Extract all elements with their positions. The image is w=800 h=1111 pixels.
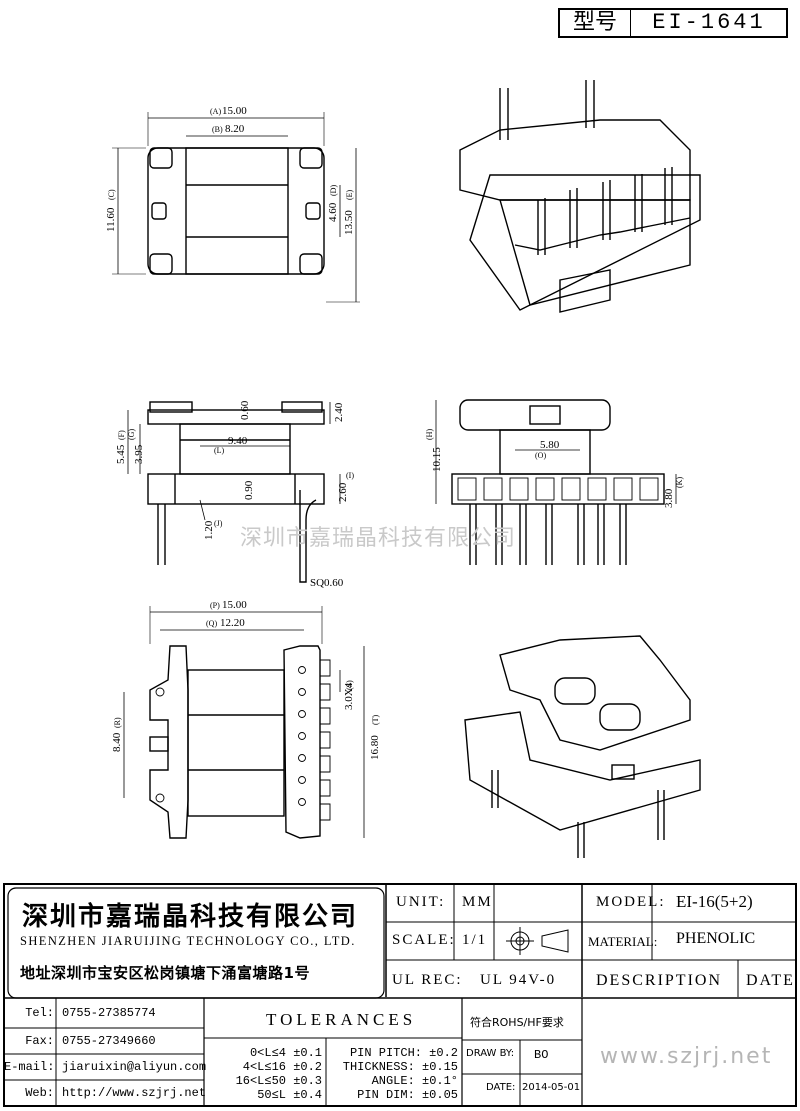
company-name-en: SHENZHEN JIARUIJING TECHNOLOGY CO., LTD. <box>20 934 356 948</box>
material-value: PHENOLIC <box>676 930 756 947</box>
tolerance-range-2: 4<L≤16 ±0.2 <box>242 1060 322 1074</box>
company-address: 地址深圳市宝安区松岗镇塘下涌富塘路1号 <box>20 964 310 982</box>
dim-marker-J: (J) <box>214 519 223 528</box>
dim-marker-D: (D) <box>329 185 338 196</box>
dim-marker-Q: (Q) <box>206 619 217 628</box>
dim-bottom-pitch: 3.0X4 <box>343 682 355 710</box>
tolerance-pin-3: ANGLE: ±0.1° <box>371 1074 458 1088</box>
dim-front-pin: 3.80 <box>663 488 675 508</box>
dim-bottom-h-right: 16.80 <box>369 735 381 760</box>
unit-label: UNIT: <box>396 894 446 910</box>
model-title-box: 型号 EI-1641 <box>558 8 788 38</box>
tolerance-pin-1: PIN PITCH: ±0.2 <box>349 1046 458 1060</box>
dim-side-d6: 0.90 <box>243 480 255 500</box>
tolerance-pin-4: PIN DIM: ±0.05 <box>357 1088 458 1102</box>
date-header-label: DATE <box>746 972 795 989</box>
date-value: 2014-05-01 <box>522 1082 581 1093</box>
model-label: MODEL: <box>596 894 666 910</box>
model-title-value: EI-1641 <box>652 10 766 35</box>
contact-label-web: Web: <box>25 1086 54 1100</box>
dim-top-w-outer: 15.00 <box>222 105 247 117</box>
website-watermark: www.szjrj.net <box>600 1044 773 1069</box>
iso-view-upper <box>459 80 701 313</box>
dim-marker-K: (K) <box>675 477 684 488</box>
bottom-view <box>123 606 365 839</box>
tolerance-range-1: 0<L≤4 ±0.1 <box>249 1046 322 1060</box>
model-title-label: 型号 <box>560 10 631 36</box>
dim-marker-I: (I) <box>346 471 354 480</box>
dim-marker-B: (B) <box>212 125 223 134</box>
dim-marker-G: (G) <box>127 429 136 440</box>
tolerance-range-3: 16<L≤50 ±0.3 <box>235 1074 322 1088</box>
side-view <box>127 401 341 583</box>
dim-marker-R: (R) <box>113 717 122 728</box>
dim-top-h-mid: 4.60 <box>327 202 339 222</box>
dim-marker-T: (T) <box>371 714 380 725</box>
dim-marker-L: (L) <box>214 446 225 455</box>
dim-side-d9: SQ0.60 <box>310 577 344 589</box>
top-view <box>112 112 360 303</box>
dim-marker-S: (S) <box>345 680 354 690</box>
dim-top-h-right: 13.50 <box>343 210 355 235</box>
contact-label-tel: Tel: <box>25 1006 54 1020</box>
dim-marker-O: (O) <box>535 451 546 460</box>
drawn-by-label: DRAW BY: <box>466 1048 515 1059</box>
dim-side-d7: 2.60 <box>337 482 349 502</box>
dim-marker-A: (A) <box>210 107 221 116</box>
contact-value-email[interactable]: jiaruixin@aliyun.com <box>62 1060 207 1074</box>
tolerance-pin-2: THICKNESS: ±0.15 <box>342 1060 458 1074</box>
dim-marker-P: (P) <box>210 601 220 610</box>
front-view <box>435 399 677 565</box>
rohs-compliance: 符合ROHS/HF要求 <box>470 1016 564 1029</box>
dim-side-d4: 5.45 <box>115 444 127 464</box>
ulrec-value: UL 94V-0 <box>480 972 557 988</box>
contact-value-tel: 0755-27385774 <box>62 1006 156 1020</box>
ulrec-label: UL REC: <box>392 972 463 988</box>
contact-label-fax: Fax: <box>25 1034 54 1048</box>
watermark: 深圳市嘉瑞晶科技有限公司 <box>240 526 517 551</box>
unit-value: MM <box>462 894 493 910</box>
technical-drawing: 15.00 8.20 (A) (B) 11.60 (C) 4.60 (D) 13… <box>105 80 701 858</box>
dim-marker-F: (F) <box>117 430 126 440</box>
projection-symbol-icon <box>506 927 569 955</box>
dim-side-d5: 3.95 <box>133 444 145 464</box>
tolerances-title: TOLERANCES <box>266 1010 417 1029</box>
contact-label-email: E-mail: <box>4 1060 55 1074</box>
dim-marker-E: (E) <box>345 189 354 200</box>
dim-top-w-inner: 8.20 <box>225 123 245 135</box>
iso-view-lower <box>464 635 701 858</box>
dim-front-w: 5.80 <box>540 439 560 451</box>
contact-value-web[interactable]: http://www.szjrj.net <box>62 1086 207 1100</box>
material-label: MATERIAL: <box>588 934 658 949</box>
scale-value: 1/1 <box>462 932 488 948</box>
contact-value-fax: 0755-27349660 <box>62 1034 156 1048</box>
dim-side-d2: 2.40 <box>333 402 345 422</box>
dim-side-d8: 1.20 <box>203 520 215 540</box>
dim-bottom-w-outer: 15.00 <box>222 599 247 611</box>
dim-bottom-w-inner: 12.20 <box>220 617 245 629</box>
company-name-cn: 深圳市嘉瑞晶科技有限公司 <box>22 902 359 932</box>
drawn-by-value: BO <box>534 1048 549 1062</box>
dim-top-h-left: 11.60 <box>105 207 117 232</box>
dim-side-d1: 0.60 <box>239 400 251 420</box>
dim-bottom-h-left: 8.40 <box>111 732 123 752</box>
model-value: EI-16(5+2) <box>676 892 753 911</box>
date-field-label: DATE: <box>486 1082 516 1093</box>
title-block-frame <box>3 883 797 1107</box>
dim-side-d3: 9.40 <box>228 435 248 447</box>
dim-front-h: 10.15 <box>431 447 443 472</box>
dim-marker-H: (H) <box>425 429 434 440</box>
dim-marker-C: (C) <box>107 189 116 200</box>
description-label: DESCRIPTION <box>596 972 723 989</box>
scale-label: SCALE: <box>392 932 456 948</box>
tolerance-range-4: 50≤L ±0.4 <box>257 1088 322 1102</box>
